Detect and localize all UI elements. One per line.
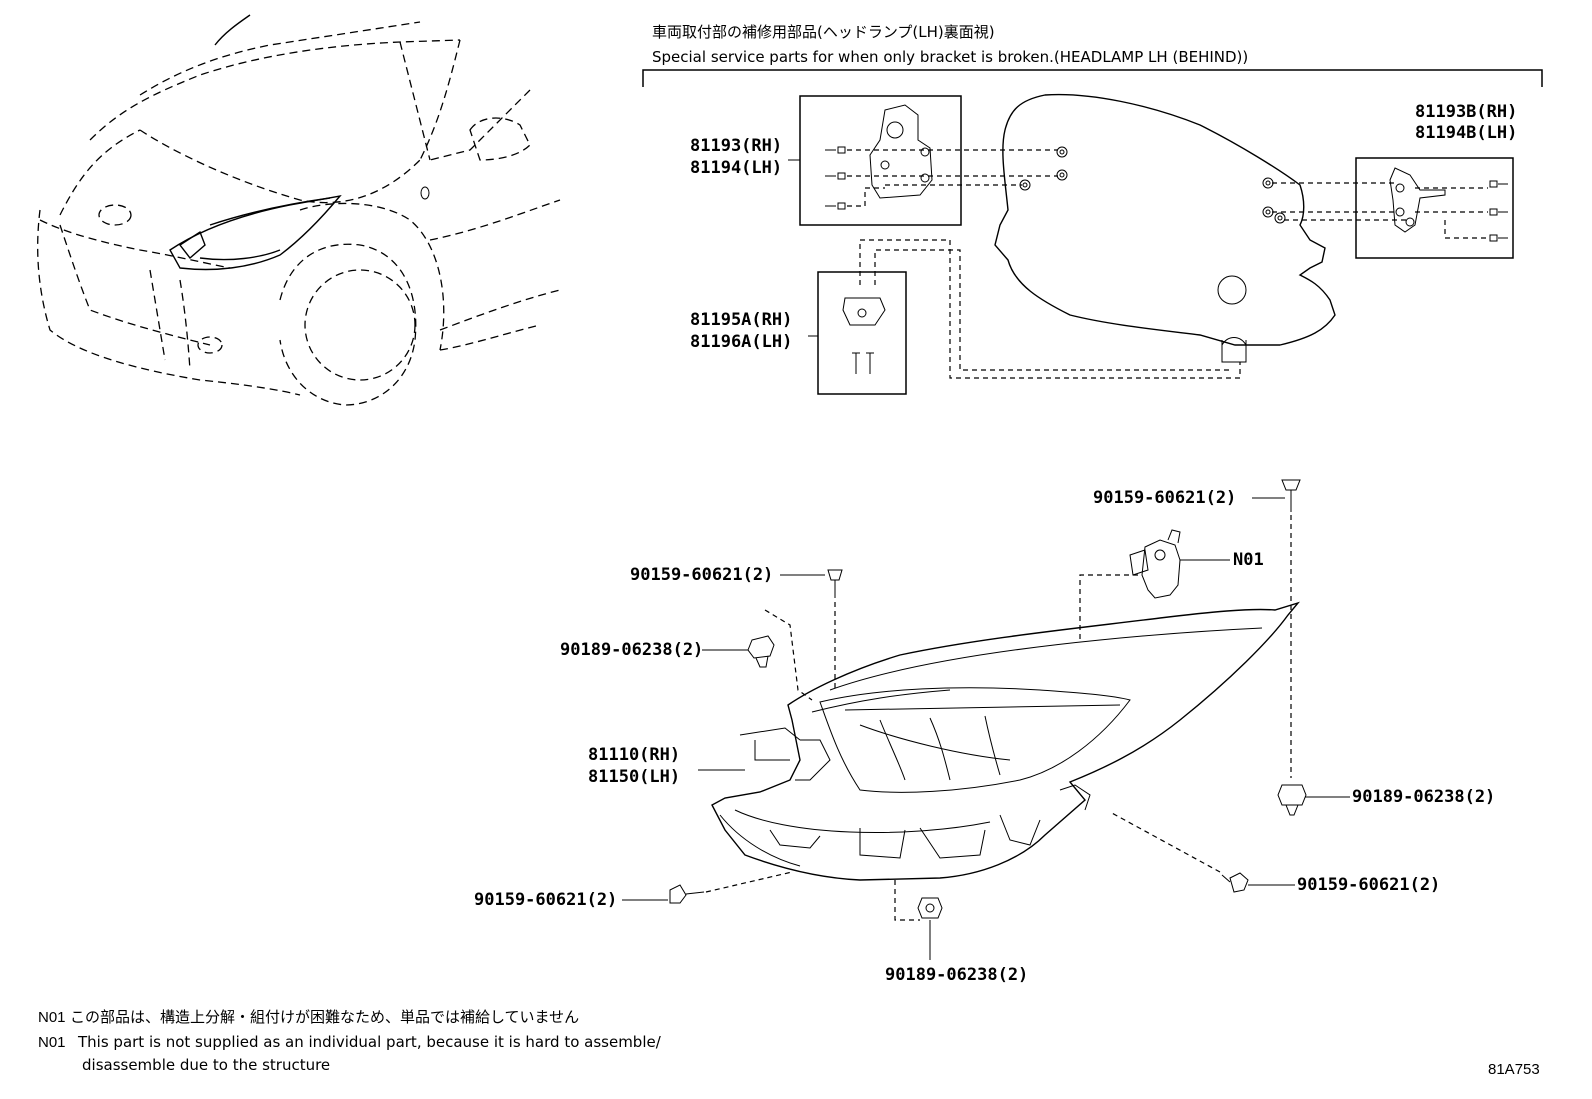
headlamp-assembly [711, 601, 1301, 881]
bracket-c-box [817, 271, 907, 395]
header-bracket-line [642, 69, 1543, 87]
label-81194: 81194(LH) [690, 158, 782, 178]
header-title-jp: 車両取付部の補修用部品(ヘッドランプ(LH)裏面視) [652, 23, 995, 41]
headlamp-rear-outline [994, 93, 1336, 363]
nut-left [747, 635, 775, 668]
label-81110: 81110(RH) [588, 745, 680, 765]
car-front-illustration [37, 14, 561, 406]
label-screw-bottom-left: 90159-60621(2) [474, 890, 617, 910]
label-nut-bottom: 90189-06238(2) [885, 965, 1028, 985]
note-n01-en-1: This part is not supplied as an individu… [77, 1033, 662, 1051]
note-n01-jp: この部品は、構造上分解・組付けが困難なため、単品では補給していません [70, 1008, 579, 1026]
screw-bottom-right [1221, 872, 1249, 893]
label-81196a: 81196A(LH) [690, 332, 792, 352]
note-n01-code-1: N01 [38, 1009, 66, 1026]
bracket-a-box [799, 95, 962, 226]
label-81193: 81193(RH) [690, 136, 782, 156]
label-81193b: 81193B(RH) [1415, 102, 1517, 122]
screw-top-right [1281, 479, 1301, 512]
label-81195a: 81195A(RH) [690, 310, 792, 330]
label-81194b: 81194B(LH) [1415, 123, 1517, 143]
label-nut-right: 90189-06238(2) [1352, 787, 1495, 807]
diagram-code: 81A753 [1488, 1061, 1540, 1078]
nut-right [1277, 784, 1307, 816]
bracket-a-parts [825, 104, 933, 210]
note-n01-code-2: N01 [38, 1034, 66, 1051]
nut-bottom [917, 897, 943, 919]
bracket-c-parts [842, 297, 886, 374]
screw-top-left [827, 569, 843, 598]
label-n01: N01 [1233, 550, 1264, 570]
note-n01-en-2: disassemble due to the structure [82, 1056, 330, 1074]
label-screw-bottom-right: 90159-60621(2) [1297, 875, 1440, 895]
n01-leveling-motor [1129, 529, 1181, 599]
bracket-b-box [1355, 157, 1514, 259]
label-screw-top-right: 90159-60621(2) [1093, 488, 1236, 508]
label-screw-top-left: 90159-60621(2) [630, 565, 773, 585]
label-nut-left: 90189-06238(2) [560, 640, 703, 660]
screw-bottom-left [669, 884, 705, 904]
header-title-en: Special service parts for when only brac… [652, 48, 1248, 66]
label-81150: 81150(LH) [588, 767, 680, 787]
bracket-b-parts [1389, 167, 1508, 242]
